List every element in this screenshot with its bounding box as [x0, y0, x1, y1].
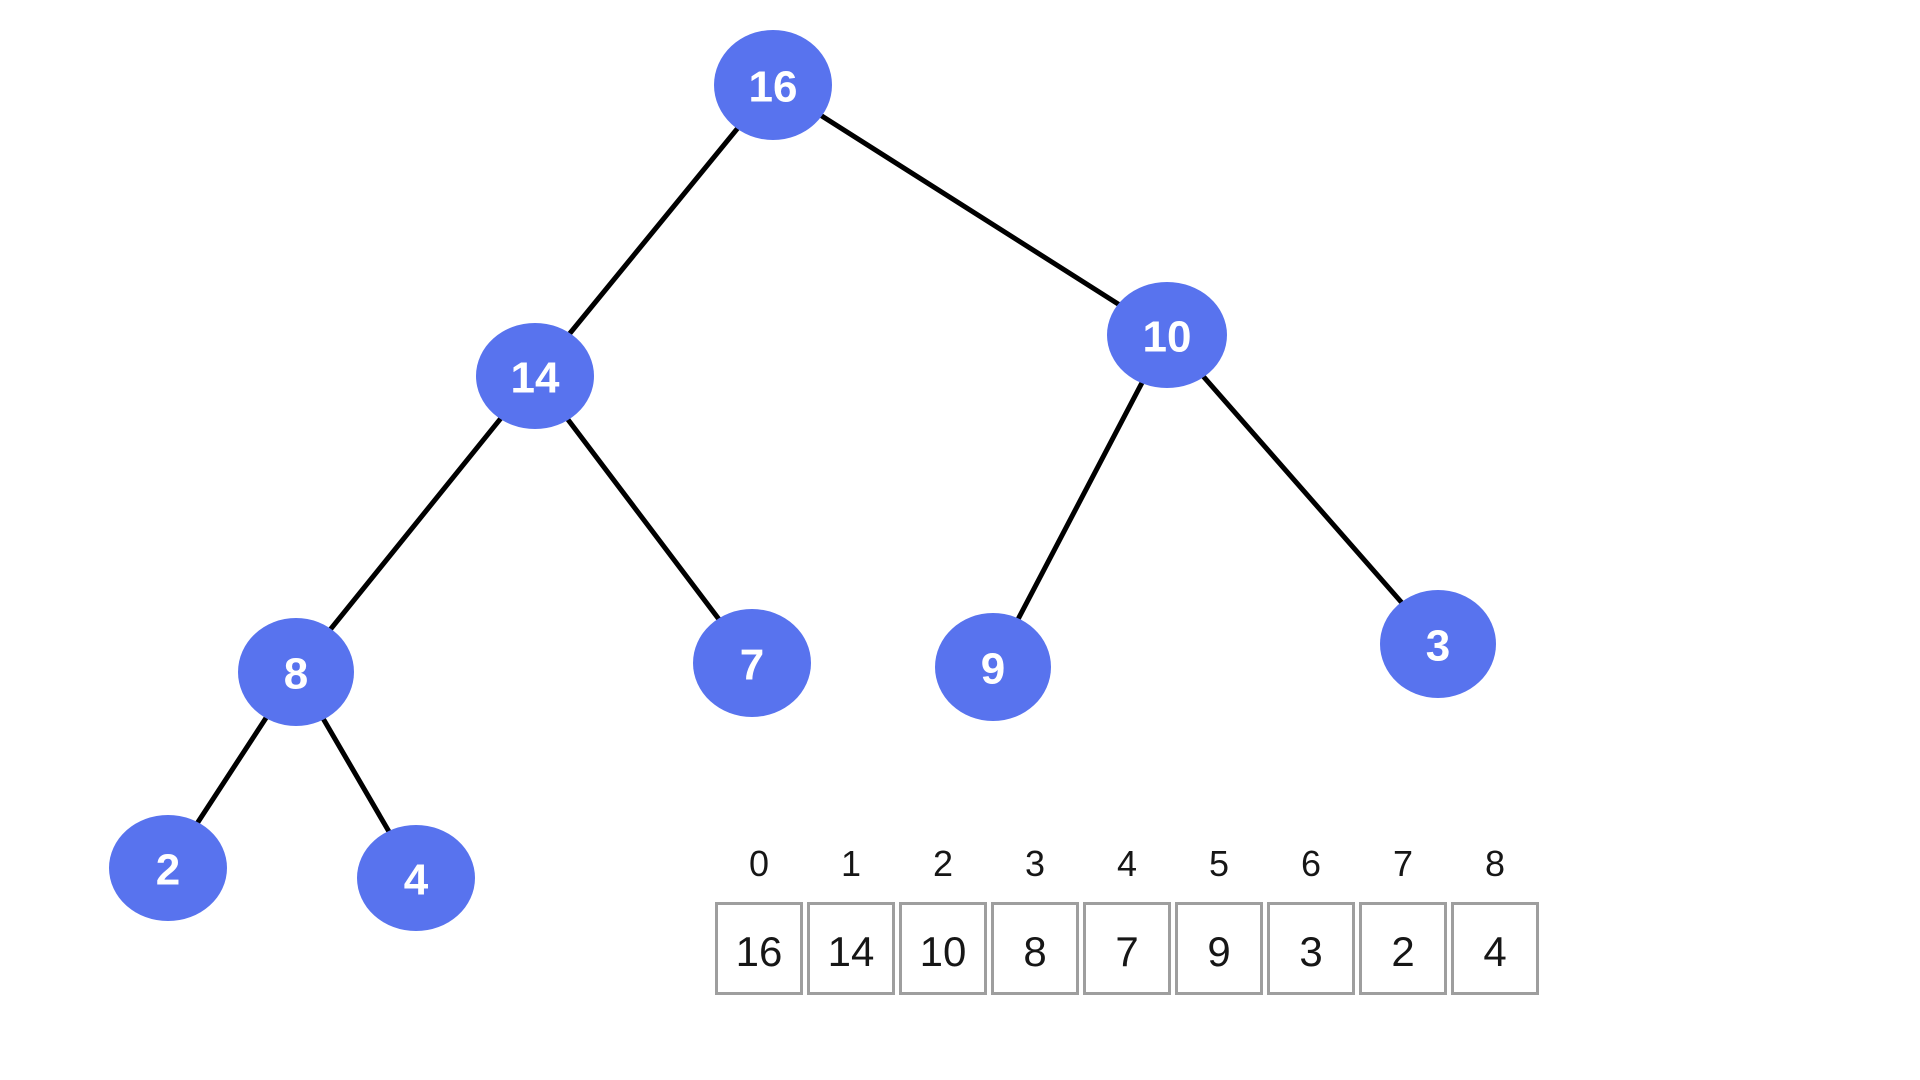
node-value: 4: [404, 856, 429, 905]
array-cell: 9: [1175, 902, 1263, 995]
node-value: 7: [740, 641, 764, 690]
tree-edge-10-9: [990, 332, 1170, 670]
array-index-label: 7: [1392, 843, 1414, 884]
array-index-row: 0 1 2 3 4 5 6 7 8: [713, 843, 1541, 885]
node-circle: [238, 618, 354, 726]
node-value: 9: [981, 645, 1005, 694]
array-representation: 0 1 2 3 4 5 6 7 8 16 14 10 8 7 9 3 2 4: [713, 843, 1541, 995]
array-cell-value: 14: [827, 927, 875, 975]
node-circle: [1107, 282, 1227, 388]
tree-edge-14-8: [293, 373, 538, 675]
node-value: 14: [511, 354, 560, 403]
array-index-label: 6: [1300, 843, 1322, 884]
node-value: 3: [1426, 622, 1450, 671]
array-index-label: 0: [748, 843, 770, 884]
array-index-label: 8: [1484, 843, 1506, 884]
array-cell: 10: [899, 902, 987, 995]
node-circle: [1380, 590, 1496, 698]
tree-edge-16-10: [770, 82, 1170, 338]
node-circle: [935, 613, 1051, 721]
array-cell-value: 4: [1483, 927, 1507, 975]
array-cell-value: 10: [919, 927, 967, 975]
node-value: 10: [1143, 313, 1192, 362]
tree-node-16: 16: [714, 30, 832, 140]
node-circle: [693, 609, 811, 717]
tree-node-9: 9: [935, 613, 1051, 721]
node-circle: [357, 825, 475, 931]
array-cell-value: 3: [1299, 927, 1323, 975]
tree-node-7: 7: [693, 609, 811, 717]
tree-node-3: 3: [1380, 590, 1496, 698]
tree-node-10: 10: [1107, 282, 1227, 388]
tree-node-14: 14: [476, 323, 594, 429]
array-index-label: 2: [932, 843, 954, 884]
node-value: 2: [156, 846, 180, 895]
array-cell: 14: [807, 902, 895, 995]
node-circle: [476, 323, 594, 429]
array-cell-value: 16: [735, 927, 783, 975]
array-cell-value: 9: [1207, 927, 1231, 975]
array-cell: 16: [715, 902, 803, 995]
array-cell: 8: [991, 902, 1079, 995]
array-index-label: 5: [1208, 843, 1230, 884]
array-cell: 7: [1083, 902, 1171, 995]
array-cell: 4: [1451, 902, 1539, 995]
array-cell: 2: [1359, 902, 1447, 995]
array-cell-value: 7: [1115, 927, 1139, 975]
array-index-label: 1: [840, 843, 862, 884]
array-cell-value: 8: [1023, 927, 1047, 975]
tree-node-8: 8: [238, 618, 354, 726]
tree-node-4: 4: [357, 825, 475, 931]
array-cell: 3: [1267, 902, 1355, 995]
node-value: 16: [749, 63, 798, 112]
tree-node-2: 2: [109, 815, 227, 921]
array-index-label: 3: [1024, 843, 1046, 884]
array-cell-value: 2: [1391, 927, 1415, 975]
node-value: 8: [284, 650, 308, 699]
array-index-label: 4: [1116, 843, 1138, 884]
array-cell-row: 16 14 10 8 7 9 3 2 4: [713, 902, 1541, 995]
tree-edge-14-7: [532, 373, 755, 666]
node-circle: [714, 30, 832, 140]
tree-edge-16-14: [532, 82, 776, 379]
tree-edge-10-3: [1164, 332, 1441, 647]
node-circle: [109, 815, 227, 921]
